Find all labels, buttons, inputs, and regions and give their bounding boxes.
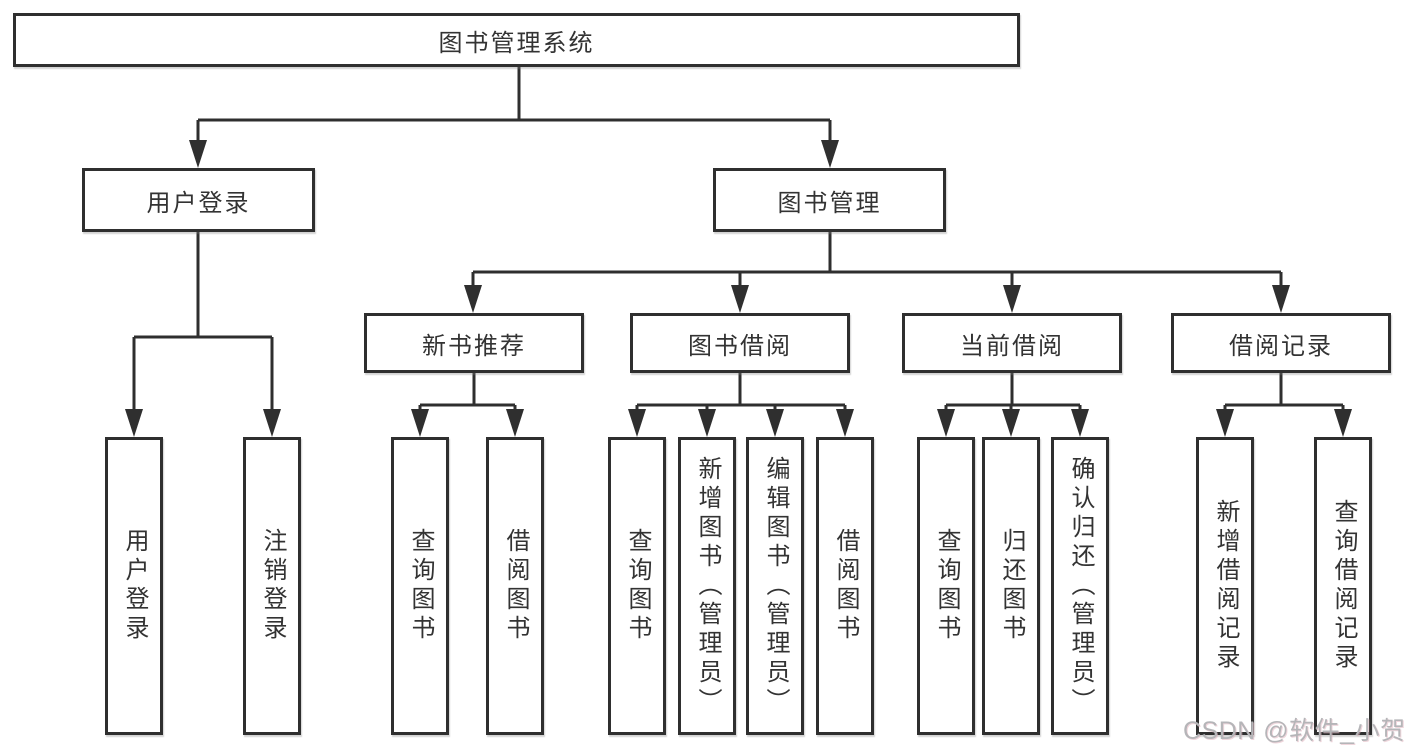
leaf-edit-books-admin-label: 编辑图书（管理员） xyxy=(762,455,789,717)
leaf-query-borrow-record-label: 查询借阅记录 xyxy=(1330,499,1357,673)
leaf-query-books-current-label: 查询图书 xyxy=(933,528,960,644)
leaf-borrow-books-recommend: 借阅图书 xyxy=(486,437,544,735)
node-book-borrowing-label: 图书借阅 xyxy=(688,332,792,360)
leaf-borrow-books-recommend-label: 借阅图书 xyxy=(502,528,529,644)
node-new-book-recommend-label: 新书推荐 xyxy=(422,332,526,360)
leaf-confirm-return-admin: 确认归还（管理员） xyxy=(1051,437,1109,735)
leaf-add-borrow-record-label: 新增借阅记录 xyxy=(1212,499,1239,673)
leaf-borrow-books-label: 借阅图书 xyxy=(832,528,859,644)
leaf-user-login: 用户登录 xyxy=(105,437,163,735)
node-new-book-recommend: 新书推荐 xyxy=(364,313,584,373)
node-root-system: 图书管理系统 xyxy=(13,13,1020,67)
leaf-return-books-label: 归还图书 xyxy=(998,528,1025,644)
node-current-borrowing-label: 当前借阅 xyxy=(960,332,1064,360)
node-borrowing-records-label: 借阅记录 xyxy=(1229,332,1333,360)
leaf-query-books-recommend-label: 查询图书 xyxy=(407,528,434,644)
node-user-login: 用户登录 xyxy=(82,168,315,232)
node-current-borrowing: 当前借阅 xyxy=(902,313,1122,373)
node-root-system-label: 图书管理系统 xyxy=(438,29,595,57)
leaf-edit-books-admin: 编辑图书（管理员） xyxy=(746,437,804,735)
node-book-management-label: 图书管理 xyxy=(777,189,882,217)
node-book-management: 图书管理 xyxy=(713,168,946,232)
node-borrowing-records: 借阅记录 xyxy=(1171,313,1391,373)
leaf-borrow-books: 借阅图书 xyxy=(816,437,874,735)
node-user-login-label: 用户登录 xyxy=(146,189,251,217)
leaf-add-books-admin-label: 新增图书（管理员） xyxy=(694,455,721,717)
node-book-borrowing: 图书借阅 xyxy=(630,313,850,373)
leaf-logout-label: 注销登录 xyxy=(259,528,286,644)
leaf-query-books-current: 查询图书 xyxy=(917,437,975,735)
leaf-add-borrow-record: 新增借阅记录 xyxy=(1196,437,1254,735)
leaf-query-books-borrowing-label: 查询图书 xyxy=(624,528,651,644)
leaf-query-books-borrowing: 查询图书 xyxy=(608,437,666,735)
leaf-query-borrow-record: 查询借阅记录 xyxy=(1314,437,1372,735)
watermark: CSDN @软件_小贺同学 xyxy=(1183,717,1405,745)
leaf-confirm-return-admin-label: 确认归还（管理员） xyxy=(1067,455,1094,717)
leaf-logout: 注销登录 xyxy=(243,437,301,735)
leaf-user-login-label: 用户登录 xyxy=(121,528,148,644)
leaf-add-books-admin: 新增图书（管理员） xyxy=(678,437,736,735)
leaf-query-books-recommend: 查询图书 xyxy=(391,437,449,735)
leaf-return-books: 归还图书 xyxy=(982,437,1040,735)
